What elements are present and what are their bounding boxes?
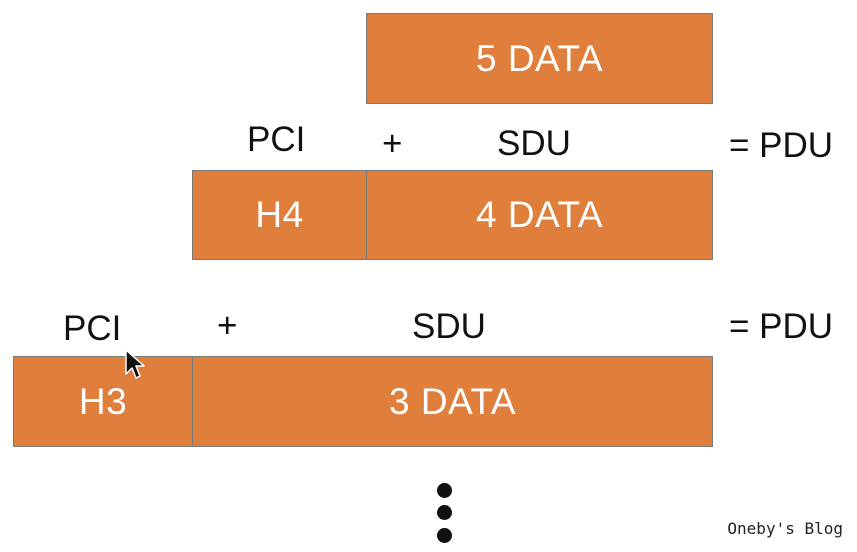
layer5-data-text: 5 DATA [475,37,604,79]
layer4-header-box: H4 [192,170,367,260]
layer4-plus-sign: + [382,124,403,163]
layer3-pci-label: PCI [63,309,122,348]
layer4-pci-label: PCI [247,120,306,159]
layer4-header-text: H4 [255,194,304,235]
layer3-header-box: H3 [13,356,193,447]
layer4-data-text: 4 DATA [475,194,604,235]
layer3-header-text: H3 [78,380,128,422]
layer3-data-box: 3 DATA [192,356,713,447]
layer3-plus-sign: + [217,306,238,345]
ellipsis-dot [437,505,452,520]
mouse-cursor-icon [125,349,145,379]
layer4-pdu-label: = PDU [729,126,834,165]
layer4-sdu-label: SDU [497,124,571,163]
layer5-data-box: 5 DATA [366,13,713,104]
blog-watermark: Oneby's Blog [727,519,843,538]
ellipsis-dot [437,528,452,543]
layer3-pdu-label: = PDU [729,307,834,346]
layer4-data-box: 4 DATA [366,170,713,260]
layer3-sdu-label: SDU [412,307,486,346]
layer3-data-text: 3 DATA [388,380,517,422]
ellipsis-dot [437,483,452,498]
